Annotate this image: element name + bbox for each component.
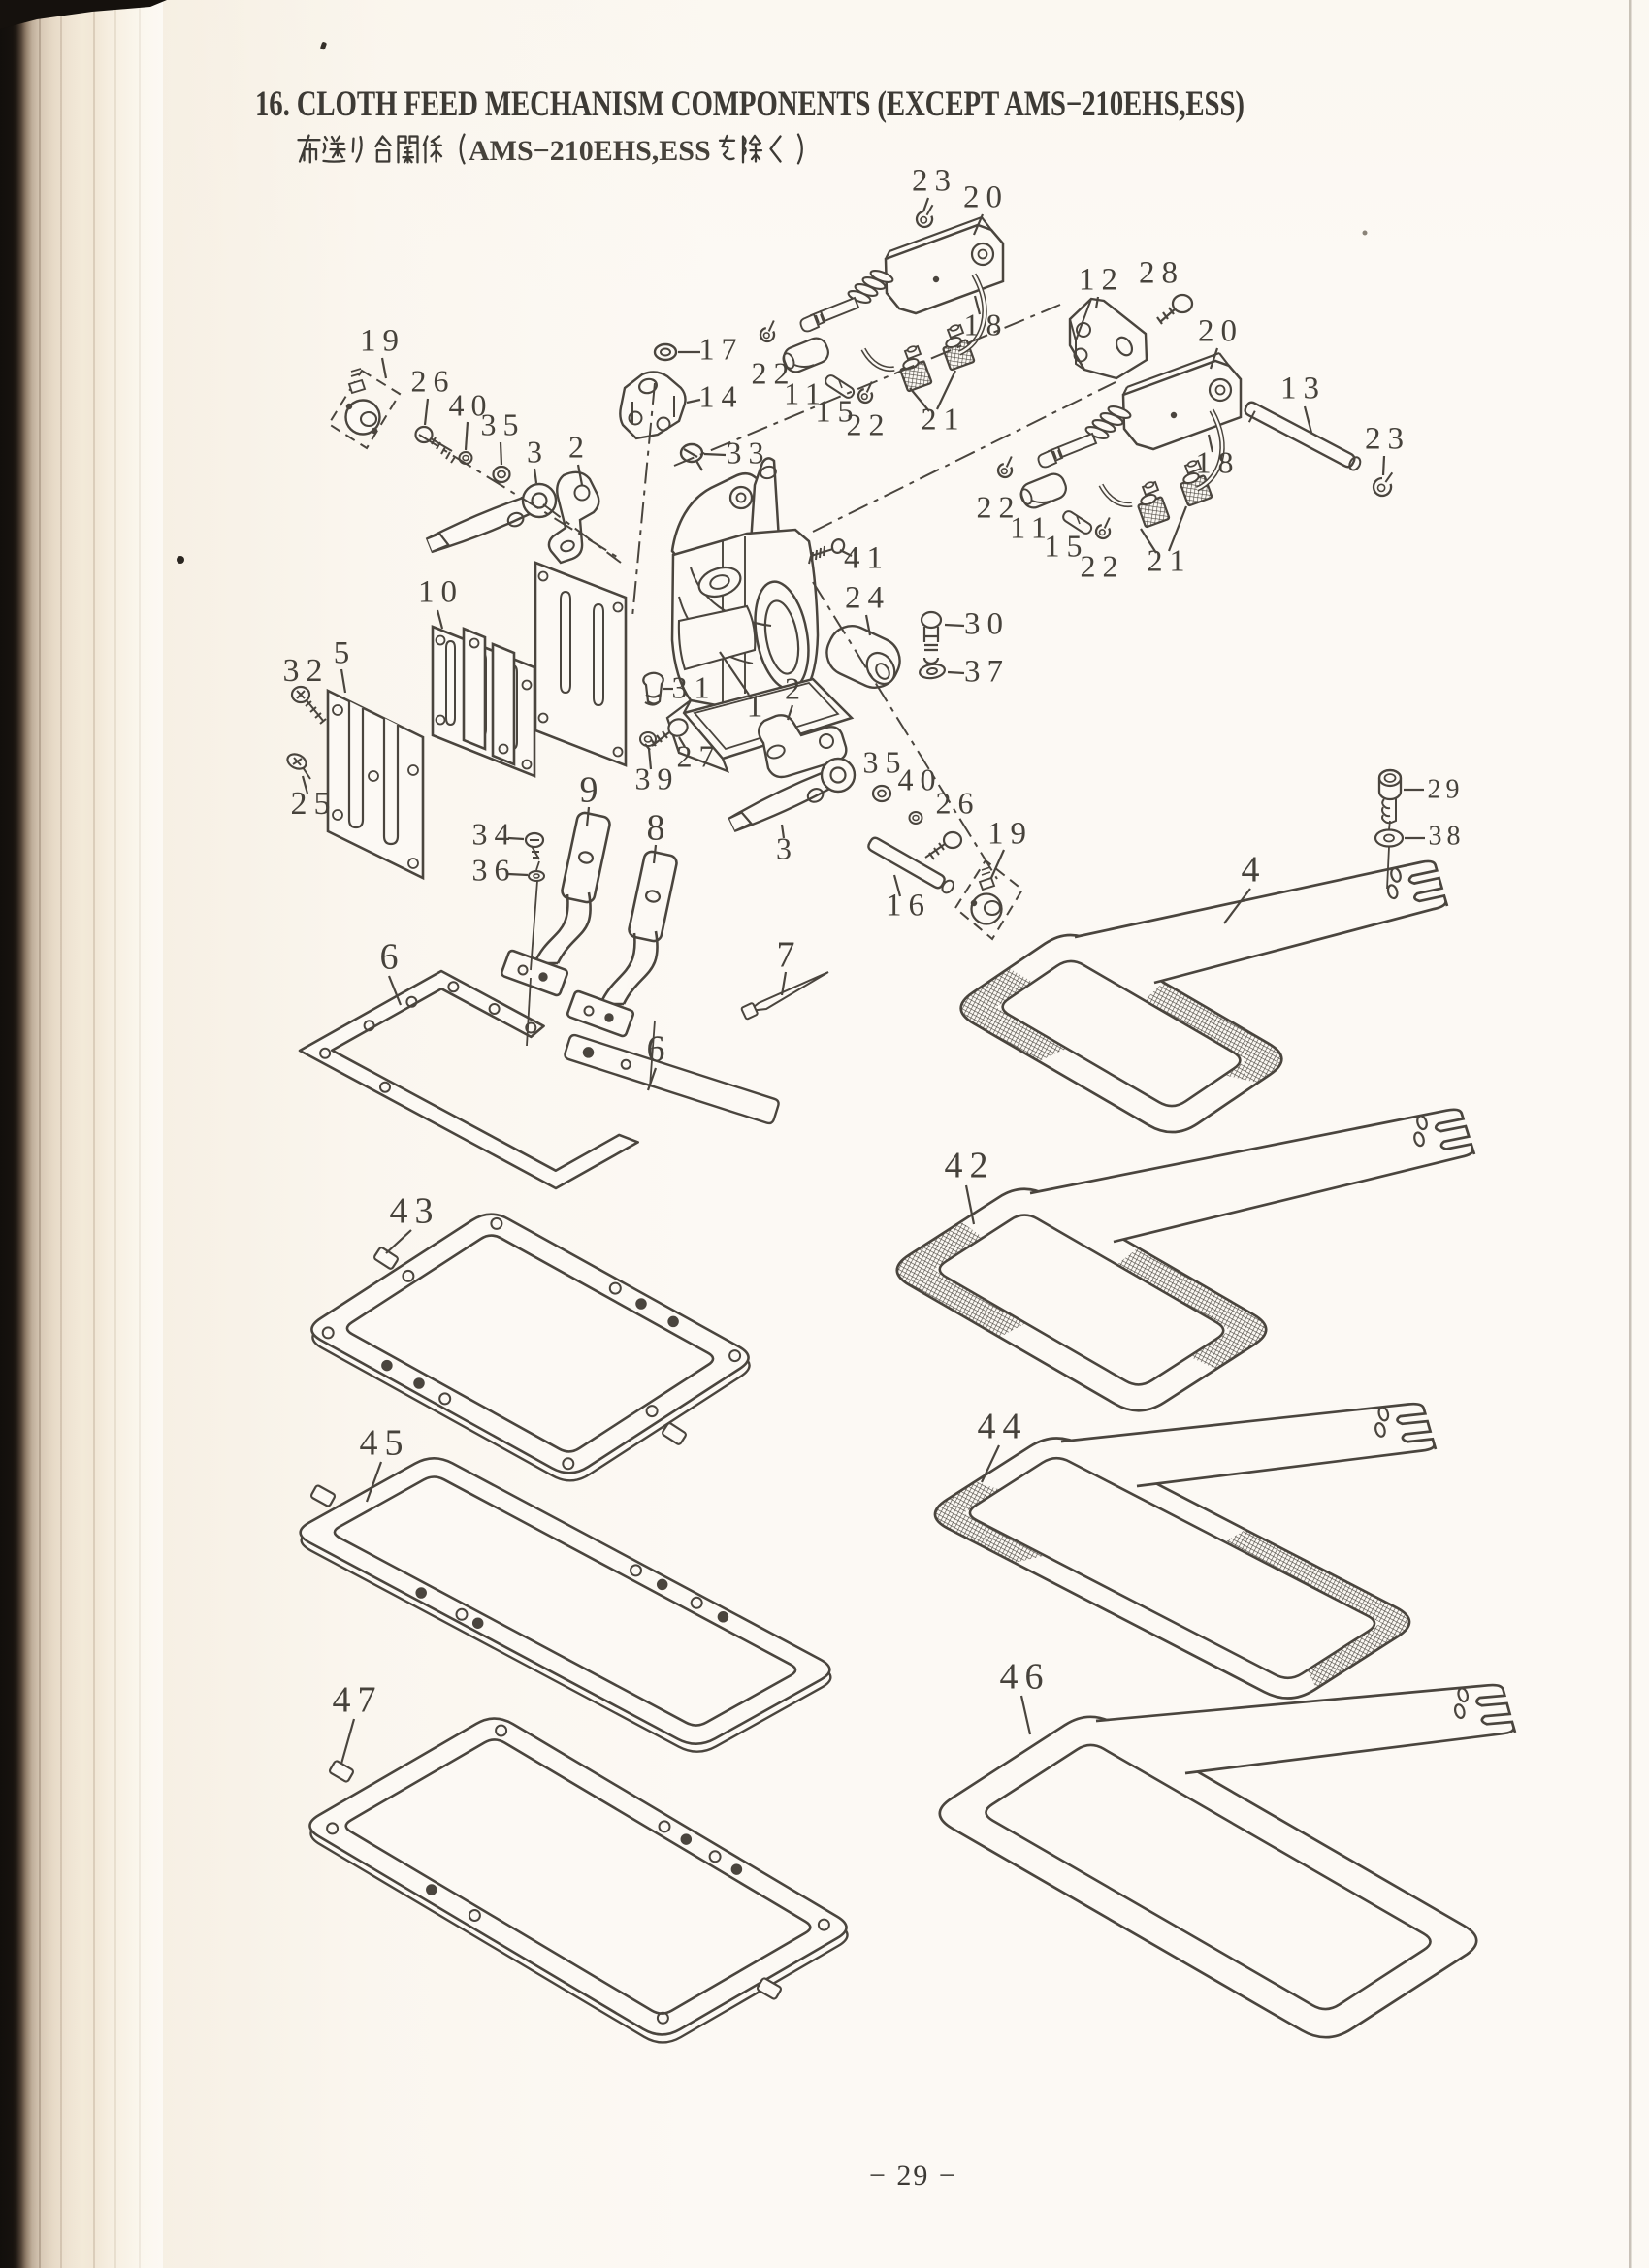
svg-text:35: 35 [863, 744, 908, 779]
svg-text:2: 2 [785, 670, 807, 705]
svg-text:11: 11 [1010, 509, 1053, 544]
svg-text:40: 40 [898, 761, 943, 796]
svg-text:42: 42 [945, 1146, 995, 1186]
svg-text:44: 44 [978, 1407, 1028, 1447]
svg-text:4: 4 [1242, 850, 1267, 891]
svg-text:21: 21 [922, 401, 966, 436]
svg-text:22: 22 [1081, 548, 1125, 583]
svg-text:29: 29 [1428, 774, 1465, 804]
svg-text:16: 16 [886, 889, 931, 923]
svg-text:39: 39 [635, 761, 680, 795]
svg-text:3: 3 [776, 830, 798, 865]
svg-text:2: 2 [568, 429, 591, 464]
svg-text:24: 24 [845, 581, 890, 616]
svg-text:31: 31 [672, 669, 717, 704]
svg-text:17: 17 [699, 331, 744, 366]
svg-text:10: 10 [418, 575, 464, 610]
svg-text:14: 14 [699, 378, 744, 413]
svg-text:6: 6 [380, 937, 405, 978]
svg-text:19: 19 [360, 324, 405, 359]
svg-text:15: 15 [1045, 528, 1089, 563]
svg-text:36: 36 [472, 852, 517, 887]
svg-text:38: 38 [1429, 821, 1466, 851]
svg-text:22: 22 [752, 355, 796, 390]
svg-text:34: 34 [472, 816, 517, 851]
svg-text:30: 30 [964, 607, 1010, 642]
svg-text:12: 12 [1079, 263, 1124, 298]
svg-text:37: 37 [964, 655, 1010, 690]
svg-text:33: 33 [727, 435, 771, 470]
svg-text:19: 19 [987, 817, 1033, 852]
svg-text:1: 1 [747, 690, 770, 725]
svg-text:47: 47 [333, 1680, 383, 1721]
svg-text:26: 26 [411, 363, 456, 398]
svg-text:46: 46 [1000, 1657, 1051, 1698]
svg-text:AMS−210EHS,ESS: AMS−210EHS,ESS [469, 135, 711, 167]
svg-text:3: 3 [527, 434, 549, 469]
svg-text:45: 45 [360, 1423, 410, 1464]
svg-text:23: 23 [912, 164, 957, 199]
svg-text:22: 22 [847, 406, 891, 441]
svg-text:7: 7 [777, 935, 802, 976]
svg-text:5: 5 [334, 636, 357, 671]
svg-text:20: 20 [1198, 314, 1244, 349]
svg-text:25: 25 [291, 786, 338, 822]
svg-text:9: 9 [580, 770, 605, 811]
svg-text:22: 22 [977, 489, 1021, 524]
svg-text:28: 28 [1139, 256, 1184, 291]
svg-text:23: 23 [1365, 422, 1410, 457]
svg-text:13: 13 [1280, 372, 1326, 406]
svg-text:8: 8 [647, 808, 672, 849]
svg-text:32: 32 [283, 653, 330, 689]
svg-text:6: 6 [647, 1029, 672, 1070]
svg-text:43: 43 [390, 1191, 440, 1232]
svg-text:20: 20 [963, 180, 1009, 215]
svg-text:41: 41 [844, 541, 889, 576]
svg-text:40: 40 [449, 387, 494, 422]
svg-text:18: 18 [1196, 444, 1241, 479]
svg-text:11: 11 [784, 375, 827, 410]
svg-text:35: 35 [481, 406, 526, 441]
